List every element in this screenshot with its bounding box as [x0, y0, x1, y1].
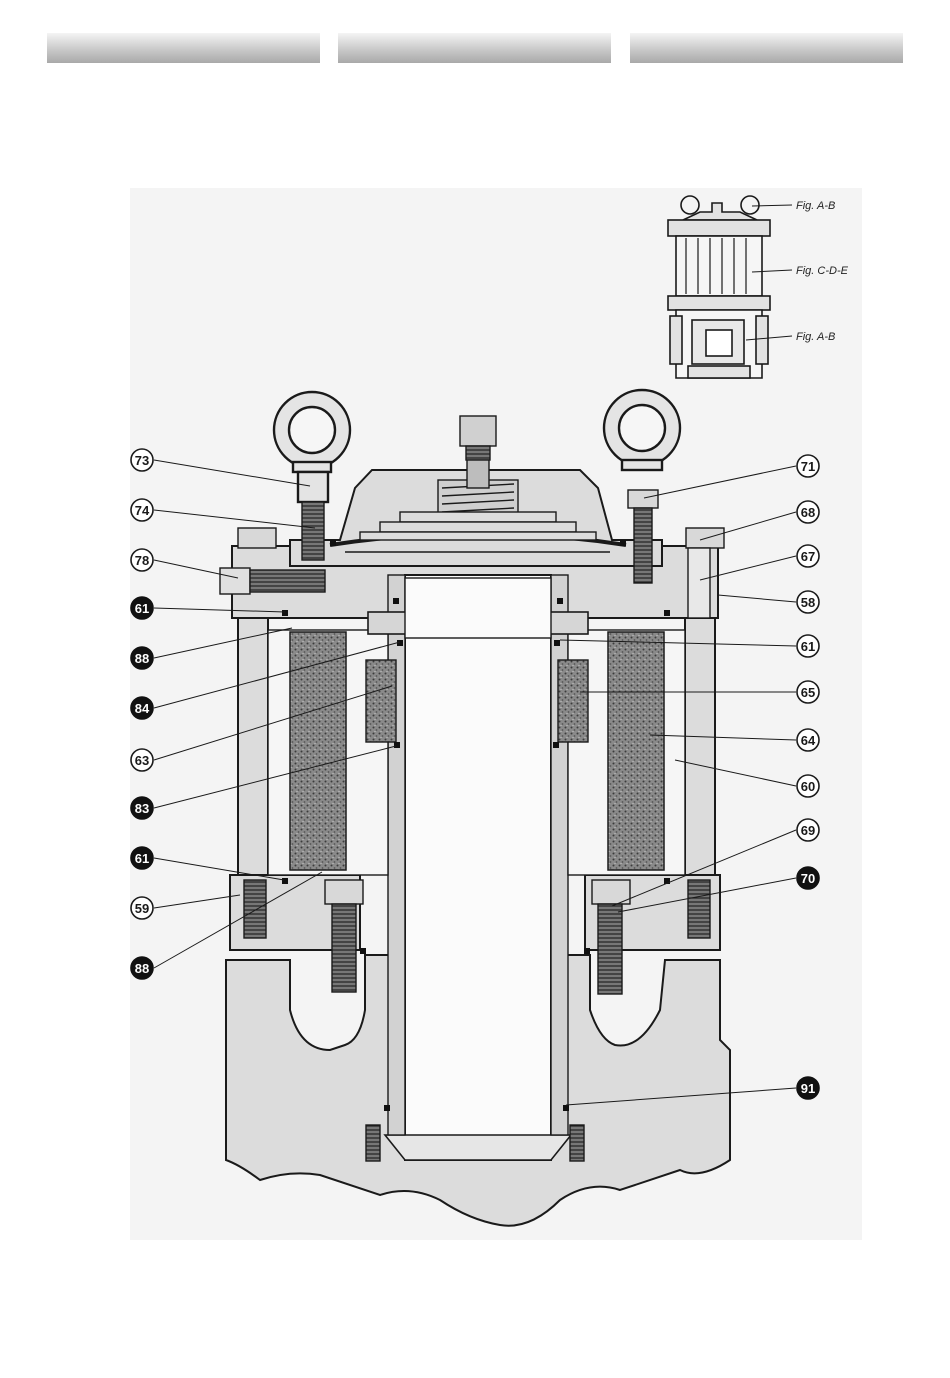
inner-cartridge-right: [558, 660, 588, 742]
svg-text:88: 88: [135, 961, 149, 976]
callout-60: 60: [797, 775, 819, 797]
bore-bevel: [385, 1135, 571, 1160]
svg-text:70: 70: [801, 871, 815, 886]
callout-88-upper: 88: [131, 647, 153, 669]
inset-label-top: Fig. A-B: [796, 200, 835, 212]
callout-59: 59: [131, 897, 153, 919]
callout-61-lower-left: 61: [131, 847, 153, 869]
callout-83: 83: [131, 797, 153, 819]
callout-58: 58: [797, 591, 819, 613]
inset-overview: [668, 196, 770, 378]
filter-cartridge-right: [608, 632, 664, 870]
callout-73: 73: [131, 449, 153, 471]
callout-64: 64: [797, 729, 819, 751]
callout-68: 68: [797, 501, 819, 523]
svg-text:60: 60: [801, 779, 815, 794]
svg-text:61: 61: [135, 601, 149, 616]
callout-65: 65: [797, 681, 819, 703]
callout-63: 63: [131, 749, 153, 771]
callout-67: 67: [797, 545, 819, 567]
svg-text:64: 64: [801, 733, 816, 748]
svg-text:59: 59: [135, 901, 149, 916]
svg-text:78: 78: [135, 553, 149, 568]
svg-text:61: 61: [135, 851, 149, 866]
svg-text:84: 84: [135, 701, 150, 716]
svg-text:83: 83: [135, 801, 149, 816]
svg-text:68: 68: [801, 505, 815, 520]
callout-61-right: 61: [797, 635, 819, 657]
callout-88-lower: 88: [131, 957, 153, 979]
svg-text:71: 71: [801, 459, 815, 474]
central-bore: [405, 575, 551, 1160]
svg-text:69: 69: [801, 823, 815, 838]
callout-69: 69: [797, 819, 819, 841]
svg-text:88: 88: [135, 651, 149, 666]
svg-text:67: 67: [801, 549, 815, 564]
callout-74: 74: [131, 499, 153, 521]
svg-text:91: 91: [801, 1081, 815, 1096]
callout-61-upper-left: 61: [131, 597, 153, 619]
inset-label-middle: Fig. C-D-E: [796, 265, 849, 277]
inner-cartridge-left: [366, 660, 396, 742]
filter-cartridge-left: [290, 632, 346, 870]
svg-text:74: 74: [135, 503, 150, 518]
callout-84: 84: [131, 697, 153, 719]
callout-71: 71: [797, 455, 819, 477]
svg-text:65: 65: [801, 685, 815, 700]
callout-70: 70: [797, 867, 819, 889]
svg-text:73: 73: [135, 453, 149, 468]
inner-tube-right: [551, 575, 568, 1135]
callout-91: 91: [797, 1077, 819, 1099]
inset-label-bottom: Fig. A-B: [796, 331, 835, 343]
svg-text:58: 58: [801, 595, 815, 610]
svg-text:63: 63: [135, 753, 149, 768]
bore-top: [405, 578, 551, 638]
callout-78: 78: [131, 549, 153, 571]
svg-text:61: 61: [801, 639, 815, 654]
inner-tube-left: [388, 575, 405, 1135]
